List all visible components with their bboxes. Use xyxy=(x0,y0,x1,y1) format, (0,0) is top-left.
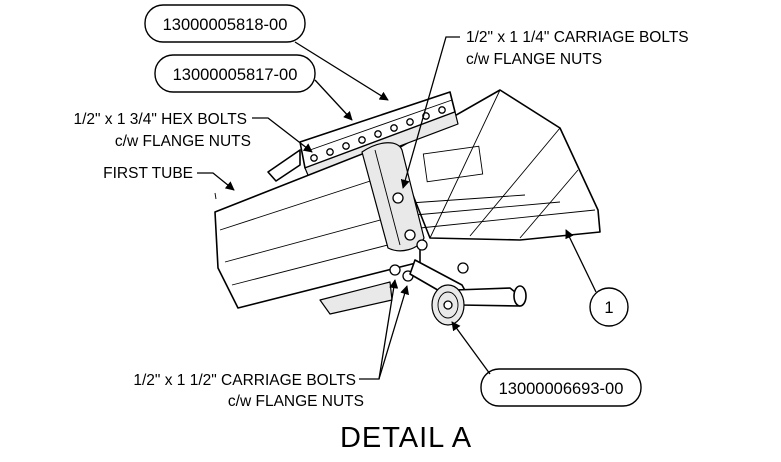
callout-pn-top-label: 13000005818-00 xyxy=(163,16,288,34)
callout-pn-top: 13000005818-00 xyxy=(144,4,306,43)
note-hex-line1: 1/2" x 1 3/4" HEX BOLTS xyxy=(73,111,247,128)
leader-item-number xyxy=(565,229,597,293)
callout-pn-crank-label: 13000006693-00 xyxy=(499,380,624,398)
note-carriage-half-line1: 1/2" x 1 1/2" CARRIAGE BOLTS xyxy=(133,372,356,389)
leader-hex-bolts xyxy=(252,117,313,153)
note-carriage-quarter-line1: 1/2" x 1 1/4" CARRIAGE BOLTS xyxy=(466,29,689,46)
note-hex-line2: c/w FLANGE NUTS xyxy=(115,133,251,150)
note-carriage-quarter-line2: c/w FLANGE NUTS xyxy=(466,51,602,68)
note-carriage-bolts-1-1-2: 1/2" x 1 1/2" CARRIAGE BOLTS c/w FLANGE … xyxy=(133,372,364,410)
leader-first-tube xyxy=(197,172,235,191)
leader-pn-second xyxy=(314,79,353,121)
note-carriage-bolts-1-1-4: 1/2" x 1 1/4" CARRIAGE BOLTS c/w FLANGE … xyxy=(466,29,689,68)
tube-collar xyxy=(361,142,428,282)
callout-item-number-label: 1 xyxy=(604,299,613,317)
detail-title: DETAIL A xyxy=(340,422,472,454)
leader-carriage-half-b xyxy=(378,285,409,380)
auger-assembly-illustration xyxy=(214,89,601,326)
note-carriage-half-line2: c/w FLANGE NUTS xyxy=(228,393,364,410)
note-hex-bolts: 1/2" x 1 3/4" HEX BOLTS c/w FLANGE NUTS xyxy=(73,111,251,150)
tube-end-tick xyxy=(214,192,217,200)
plate-bolt-row xyxy=(310,106,446,162)
callout-pn-crank: 13000006693-00 xyxy=(480,368,642,407)
leader-pn-top xyxy=(294,41,389,101)
leader-pn-crank xyxy=(451,321,491,375)
crank-winch xyxy=(409,259,527,326)
leader-carriage-quarter xyxy=(400,36,460,189)
note-first-tube: FIRST TUBE xyxy=(103,165,193,182)
callout-pn-second: 13000005817-00 xyxy=(154,54,316,93)
callout-item-number: 1 xyxy=(589,287,629,327)
callout-pn-second-label: 13000005817-00 xyxy=(173,66,298,84)
